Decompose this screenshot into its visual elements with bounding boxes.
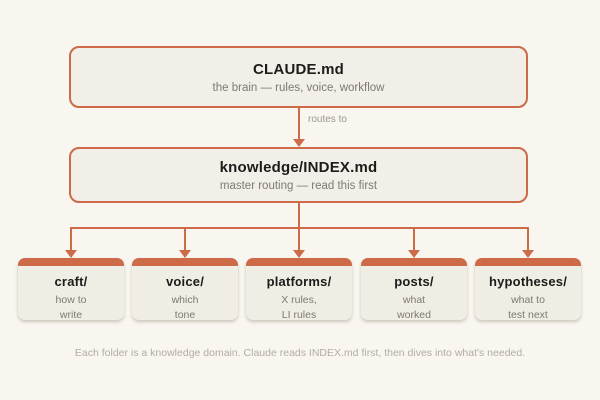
node-index-md: knowledge/INDEX.md master routing — read… bbox=[69, 147, 528, 203]
folder-title: hypotheses/ bbox=[488, 274, 568, 289]
arrow-down-icon bbox=[65, 250, 77, 258]
arrow-down-icon bbox=[408, 250, 420, 258]
folder-title: craft/ bbox=[54, 274, 88, 289]
folder-accent-bar bbox=[475, 258, 581, 266]
edge-label-routes-to: routes to bbox=[308, 114, 347, 125]
folder-title: platforms/ bbox=[266, 274, 332, 289]
folder-body: craft/ how to write bbox=[18, 266, 124, 321]
arrow-down-icon bbox=[293, 250, 305, 258]
diagram-caption: Each folder is a knowledge domain. Claud… bbox=[74, 347, 526, 359]
folder-body: voice/ which tone bbox=[132, 266, 238, 321]
folder-desc-line: worked bbox=[397, 309, 431, 321]
node-index-md-title: knowledge/INDEX.md bbox=[219, 158, 378, 176]
folder-body: hypotheses/ what to test next bbox=[475, 266, 581, 321]
node-folder-voice: voice/ which tone bbox=[132, 258, 238, 321]
edge-branch-posts-line bbox=[413, 228, 415, 251]
edge-branch-voice-line bbox=[184, 228, 186, 251]
folder-desc-line: which bbox=[171, 294, 199, 306]
arrow-down-icon bbox=[293, 139, 305, 147]
node-folder-hypotheses: hypotheses/ what to test next bbox=[475, 258, 581, 321]
node-claude-md-title: CLAUDE.md bbox=[253, 60, 344, 78]
edge-branch-platforms-line bbox=[298, 228, 300, 251]
edge-branch-hypotheses-line bbox=[527, 228, 529, 251]
node-folder-craft: craft/ how to write bbox=[18, 258, 124, 321]
edge-index-stem-line bbox=[298, 203, 300, 228]
folder-desc-line: what to bbox=[511, 294, 545, 306]
node-folder-posts: posts/ what worked bbox=[361, 258, 467, 321]
edge-branch-craft-line bbox=[70, 228, 72, 251]
folder-body: platforms/ X rules, LI rules bbox=[246, 266, 352, 321]
folder-title: posts/ bbox=[394, 274, 434, 289]
folder-body: posts/ what worked bbox=[361, 266, 467, 321]
folder-accent-bar bbox=[18, 258, 124, 266]
arrow-down-icon bbox=[179, 250, 191, 258]
folder-desc-line: test next bbox=[508, 309, 548, 321]
node-index-md-subtitle: master routing — read this first bbox=[219, 179, 378, 192]
folder-desc-line: write bbox=[59, 309, 83, 321]
folder-accent-bar bbox=[361, 258, 467, 266]
folder-desc-line: tone bbox=[174, 309, 196, 321]
node-folder-platforms: platforms/ X rules, LI rules bbox=[246, 258, 352, 321]
folder-desc-line: X rules, bbox=[281, 294, 317, 306]
node-claude-md-subtitle: the brain — rules, voice, workflow bbox=[212, 81, 385, 94]
folder-desc-line: LI rules bbox=[281, 309, 317, 321]
node-claude-md: CLAUDE.md the brain — rules, voice, work… bbox=[69, 46, 528, 108]
folder-accent-bar bbox=[246, 258, 352, 266]
edge-root-to-index-line bbox=[298, 108, 300, 140]
arrow-down-icon bbox=[522, 250, 534, 258]
folder-accent-bar bbox=[132, 258, 238, 266]
folder-desc-line: what bbox=[402, 294, 426, 306]
folder-desc-line: how to bbox=[55, 294, 87, 306]
folder-title: voice/ bbox=[165, 274, 205, 289]
